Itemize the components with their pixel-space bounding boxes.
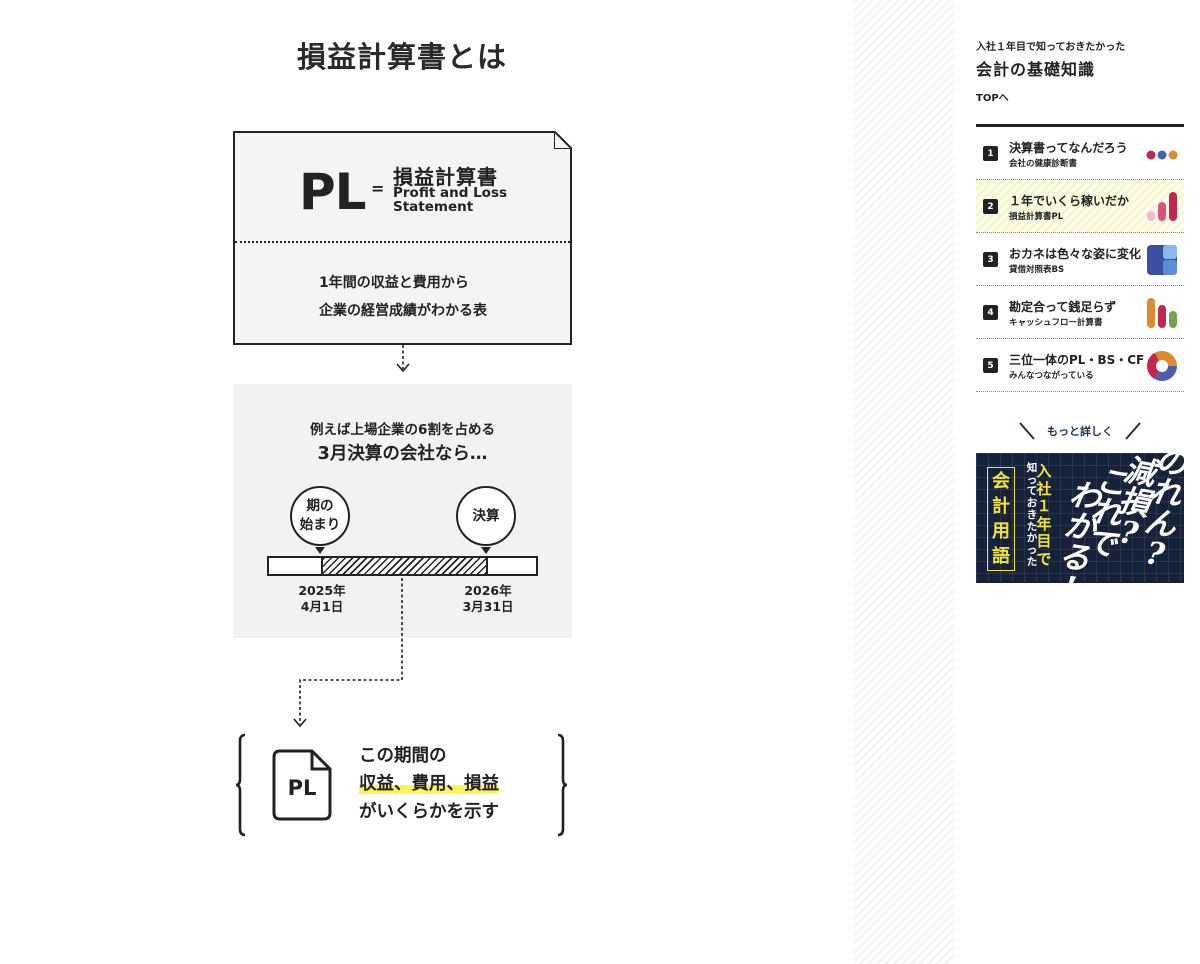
bubble-pointer — [481, 547, 491, 554]
pill-bars-icon — [1147, 298, 1177, 328]
bubble-pointer — [315, 547, 325, 554]
fiscal-timeline — [267, 556, 538, 576]
down-arrow-connector-icon — [396, 345, 410, 373]
slash-left-icon — [1019, 422, 1035, 440]
end-date-day: 3月31日 — [462, 599, 514, 614]
pl-abbreviation: PL — [299, 163, 367, 221]
nav-title: 勘定合って銭足らず — [1009, 300, 1117, 314]
top-link[interactable]: TOPへ — [976, 93, 1009, 104]
nav-number: 5 — [983, 358, 998, 373]
right-bracket-icon — [557, 733, 568, 837]
highlighted-terms: 収益、費用、損益 — [359, 774, 499, 794]
nav-number: 1 — [983, 146, 998, 161]
left-bracket-icon — [235, 733, 246, 837]
nav-number: 4 — [983, 305, 998, 320]
nav-item-1[interactable]: 1 決算書ってなんだろう 会社の健康診断書 — [976, 127, 1184, 180]
summary-line: この期間の — [359, 746, 447, 766]
period-start-bubble: 期の 始まり — [290, 486, 350, 546]
start-date: 2025年 4月1日 — [282, 583, 362, 615]
sidebar-subtitle: 入社１年目で知っておきたかった — [976, 42, 1126, 53]
end-date-year: 2026年 — [464, 583, 512, 598]
three-dots-icon — [1146, 150, 1178, 160]
nav-title: おカネは色々な姿に変化 — [1009, 247, 1142, 261]
nav-item-2[interactable]: 2 １年でいくら稼いだか 損益計算書PL — [976, 180, 1184, 233]
page-title: 損益計算書とは — [296, 40, 507, 74]
nav-subtitle: 会社の健康診断書 — [1009, 159, 1078, 169]
nav-title: 決算書ってなんだろう — [1009, 141, 1128, 155]
banner-text: 知っておきたかった — [1026, 462, 1038, 568]
elbow-arrow-connector-icon — [293, 578, 403, 728]
doc-icon-label: PL — [288, 776, 317, 800]
pl-description-line: 企業の経営成績がわかる表 — [319, 303, 487, 319]
nav-title: １年でいくら稼いだか — [1009, 194, 1130, 208]
nav-subtitle: 損益計算書PL — [1009, 212, 1064, 222]
banner-title: 会計用語 — [992, 471, 1010, 567]
fiscal-period-range — [321, 558, 488, 574]
nav-item-3[interactable]: 3 おカネは色々な姿に変化 貸借対照表BS — [976, 233, 1184, 286]
period-heading: 3月決算の会社なら… — [317, 444, 488, 464]
banner-label-frame — [987, 467, 1015, 571]
summary-text: この期間の 収益、費用、損益 がいくらかを示す — [359, 742, 499, 826]
nav-item-5[interactable]: 5 三位一体のPL・BS・CF みんなつながっている — [976, 339, 1184, 392]
start-date-year: 2025年 — [298, 583, 346, 598]
nav-number: 2 — [983, 199, 998, 214]
pl-description: 1年間の収益と費用から 企業の経営成績がわかる表 — [319, 269, 487, 325]
balance-blocks-icon — [1147, 245, 1177, 275]
nav-subtitle: みんなつながっている — [1009, 371, 1094, 381]
pl-document-icon: PL — [272, 749, 332, 821]
pl-description-line: 1年間の収益と費用から — [319, 275, 469, 291]
pl-name-english: Profit and Loss Statement — [393, 185, 508, 215]
more-details-label: もっと詳しく — [1047, 425, 1113, 438]
summary-line: がいくらかを示す — [359, 802, 499, 822]
nav-item-4[interactable]: 4 勘定合って銭足らず キャッシュフロー計算書 — [976, 286, 1184, 339]
end-date: 2026年 3月31日 — [448, 583, 528, 615]
fiscal-period-panel: 例えば上場企業の6割を占める 3月決算の会社なら… 期の 始まり 決算 2025… — [233, 384, 572, 638]
dotted-divider — [235, 241, 570, 243]
equals-sign: = — [371, 179, 385, 198]
nav-subtitle: 貸借対照表BS — [1009, 265, 1065, 275]
rising-bars-icon — [1147, 192, 1177, 221]
nav-subtitle: キャッシュフロー計算書 — [1009, 318, 1103, 328]
sidebar-title[interactable]: 会計の基礎知識 — [976, 60, 1096, 79]
hatched-gutter — [855, 0, 953, 964]
nav-title: 三位一体のPL・BS・CF — [1009, 353, 1145, 367]
start-date-day: 4月1日 — [300, 599, 344, 614]
slash-right-icon — [1125, 422, 1141, 440]
folded-corner-icon — [554, 131, 572, 149]
chapter-nav: 1 決算書ってなんだろう 会社の健康診断書 2 １年でいくら稼いだか 損益計算書… — [976, 124, 1184, 392]
pl-name-japanese: 損益計算書 — [393, 165, 498, 189]
pl-definition-card: PL = 損益計算書 Profit and Loss Statement 1年間… — [233, 131, 572, 345]
bubble-label: 決算 — [472, 507, 500, 524]
settlement-bubble: 決算 — [456, 486, 516, 546]
bubble-label: 始まり — [299, 517, 341, 533]
period-note: 例えば上場企業の6割を占める — [310, 422, 495, 438]
more-details-link[interactable]: もっと詳しく — [1018, 421, 1142, 441]
nav-number: 3 — [983, 252, 998, 267]
bubble-label: 期の — [306, 498, 334, 514]
tri-ring-icon — [1147, 351, 1177, 381]
